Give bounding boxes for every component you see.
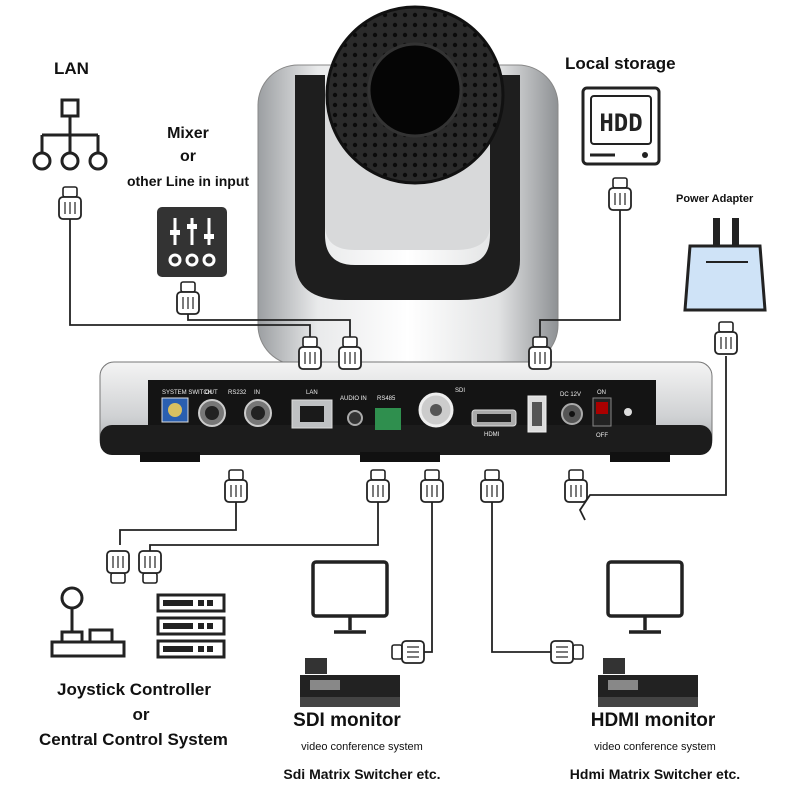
panel-label-system-switch: SYSTEM SWITCH (162, 390, 212, 396)
local-storage-label: Local storage (565, 54, 676, 73)
panel-label-out: OUT (205, 390, 218, 396)
joystick-icon (50, 586, 126, 658)
panel-label-dc: DC 12V (560, 392, 581, 398)
lan-label: LAN (54, 59, 89, 78)
panel-label-on: ON (597, 390, 606, 396)
hdmi-subtitle-1: video conference system (594, 741, 716, 753)
sdi-monitor-icon (311, 560, 389, 634)
panel-label-lan: LAN (306, 390, 318, 396)
panel-label-hdmi: HDMI (484, 432, 500, 438)
joystick-label-line3: Central Control System (39, 730, 228, 749)
joystick-label-line1: Joystick Controller (57, 680, 211, 699)
hdd-icon (581, 86, 661, 166)
hdd-label: HDD (599, 109, 642, 137)
server-rack-icon (156, 593, 226, 659)
mixer-label-line3: other Line in input (126, 173, 250, 189)
panel-label-audio-in: AUDIO IN (340, 396, 367, 402)
panel-label-rs232: RS232 (228, 390, 247, 396)
mixer-label-line2: or (180, 148, 196, 165)
panel-label-rs485: RS485 (377, 396, 396, 402)
mixer-label-line1: Mixer (167, 125, 209, 142)
hdmi-subtitle-2: Hdmi Matrix Switcher etc. (569, 766, 741, 782)
sdi-monitor-title: SDI monitor (293, 710, 401, 731)
mixer-icon (157, 207, 227, 277)
lan-network-icon (32, 98, 108, 171)
power-adapter-icon (683, 218, 767, 312)
sdi-conference-device-icon (300, 658, 400, 707)
hdmi-monitor-icon (606, 560, 684, 634)
hdmi-conference-device-icon (598, 658, 698, 707)
panel-label-sdi: SDI (455, 388, 465, 394)
camera-back-panel (99, 361, 713, 462)
sdi-subtitle-2: Sdi Matrix Switcher etc. (283, 766, 441, 782)
ptz-camera-icon (257, 5, 559, 366)
hdmi-monitor-title: HDMI monitor (590, 710, 716, 731)
power-adapter-label: Power Adapter (676, 193, 754, 205)
panel-label-in: IN (254, 390, 260, 396)
joystick-label-line2: or (132, 705, 150, 724)
sdi-subtitle-1: video conference system (301, 741, 423, 753)
panel-label-off: OFF (596, 433, 608, 439)
